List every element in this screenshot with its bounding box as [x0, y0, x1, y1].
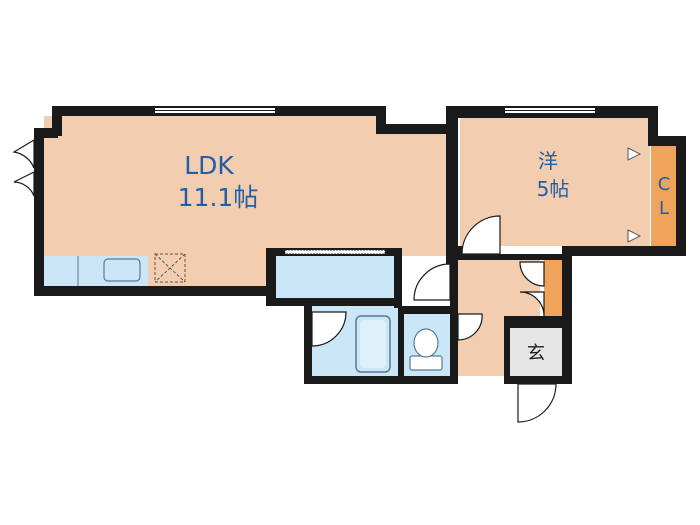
bathtub [355, 315, 391, 373]
closet-label-c: C [658, 174, 671, 195]
ldk-size: 11.1帖 [178, 183, 259, 212]
toilet-tank [409, 355, 443, 371]
toilet-bowl [413, 328, 439, 358]
western-room-size: 5帖 [537, 177, 570, 201]
shoe-storage-door [519, 261, 545, 287]
balcony-door [12, 138, 35, 169]
shoe-storage [544, 260, 562, 316]
western-room-door [461, 215, 501, 255]
closet-hanger-icon [627, 147, 642, 161]
kitchen-sink [103, 258, 141, 282]
toilet-door [457, 313, 483, 341]
entrance-label: 玄 [527, 343, 545, 364]
washroom-door [413, 263, 451, 301]
entrance-floor [510, 328, 562, 376]
washroom-window [284, 249, 386, 255]
ldk-name: LDK [184, 151, 234, 180]
stove-mark [154, 253, 186, 283]
washroom-floor [276, 256, 394, 298]
western-room-name: 洋 [538, 149, 558, 173]
closet-floor [651, 144, 677, 248]
bath-door [311, 311, 347, 347]
closet-label-l: L [659, 198, 669, 219]
entrance-door [517, 383, 557, 423]
